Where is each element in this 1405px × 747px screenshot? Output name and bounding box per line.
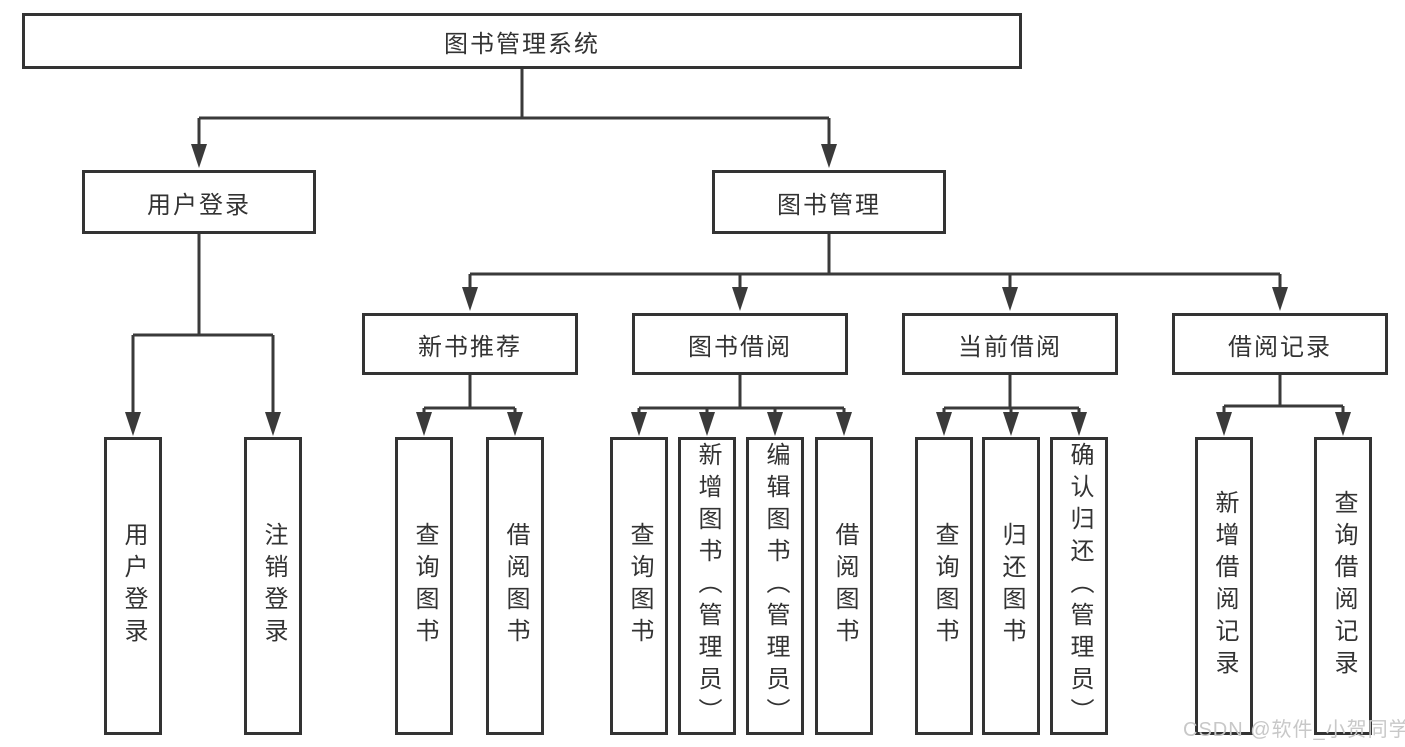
- leaf-query-book-recommend-label: 查询图书: [411, 522, 438, 650]
- csdn-watermark: CSDN @软件_小贺同学: [1183, 719, 1405, 741]
- node-book-management-label: 图书管理: [777, 191, 881, 219]
- leaf-logout-label: 注销登录: [260, 522, 287, 650]
- leaf-query-borrow-record-label: 查询借阅记录: [1330, 490, 1357, 682]
- node-book-management: 图书管理: [712, 170, 946, 234]
- leaf-return-book-label: 归还图书: [998, 522, 1025, 650]
- leaf-edit-book-admin: 编辑图书（管理员）: [746, 437, 804, 735]
- node-current-borrow: 当前借阅: [902, 313, 1118, 375]
- leaf-user-login-label: 用户登录: [120, 522, 147, 650]
- node-borrow-record: 借阅记录: [1172, 313, 1388, 375]
- leaf-return-book: 归还图书: [982, 437, 1040, 735]
- node-new-book-recommend-label: 新书推荐: [418, 333, 522, 361]
- node-current-borrow-label: 当前借阅: [958, 333, 1062, 361]
- node-user-login: 用户登录: [82, 170, 316, 234]
- node-user-login-label: 用户登录: [147, 191, 251, 219]
- node-root-label: 图书管理系统: [444, 30, 600, 58]
- leaf-query-book-recommend: 查询图书: [395, 437, 453, 735]
- leaf-borrow-book-recommend-label: 借阅图书: [502, 522, 529, 650]
- leaf-confirm-return-admin: 确认归还（管理员）: [1050, 437, 1108, 735]
- leaf-query-book-borrow: 查询图书: [610, 437, 668, 735]
- node-borrow-record-label: 借阅记录: [1228, 333, 1332, 361]
- leaf-add-book-admin: 新增图书（管理员）: [678, 437, 736, 735]
- node-book-borrow-label: 图书借阅: [688, 333, 792, 361]
- leaf-edit-book-admin-label: 编辑图书（管理员）: [762, 442, 789, 730]
- leaf-add-book-admin-label: 新增图书（管理员）: [694, 442, 721, 730]
- leaf-add-borrow-record-label: 新增借阅记录: [1211, 490, 1238, 682]
- node-book-borrow: 图书借阅: [632, 313, 848, 375]
- leaf-query-book-current: 查询图书: [915, 437, 973, 735]
- node-root-system: 图书管理系统: [22, 13, 1022, 69]
- leaf-confirm-return-admin-label: 确认归还（管理员）: [1066, 442, 1093, 730]
- leaf-logout: 注销登录: [244, 437, 302, 735]
- leaf-query-book-borrow-label: 查询图书: [626, 522, 653, 650]
- leaf-borrow-book-recommend: 借阅图书: [486, 437, 544, 735]
- leaf-borrow-book: 借阅图书: [815, 437, 873, 735]
- node-new-book-recommend: 新书推荐: [362, 313, 578, 375]
- leaf-query-book-current-label: 查询图书: [931, 522, 958, 650]
- leaf-add-borrow-record: 新增借阅记录: [1195, 437, 1253, 735]
- leaf-user-login: 用户登录: [104, 437, 162, 735]
- leaf-borrow-book-label: 借阅图书: [831, 522, 858, 650]
- leaf-query-borrow-record: 查询借阅记录: [1314, 437, 1372, 735]
